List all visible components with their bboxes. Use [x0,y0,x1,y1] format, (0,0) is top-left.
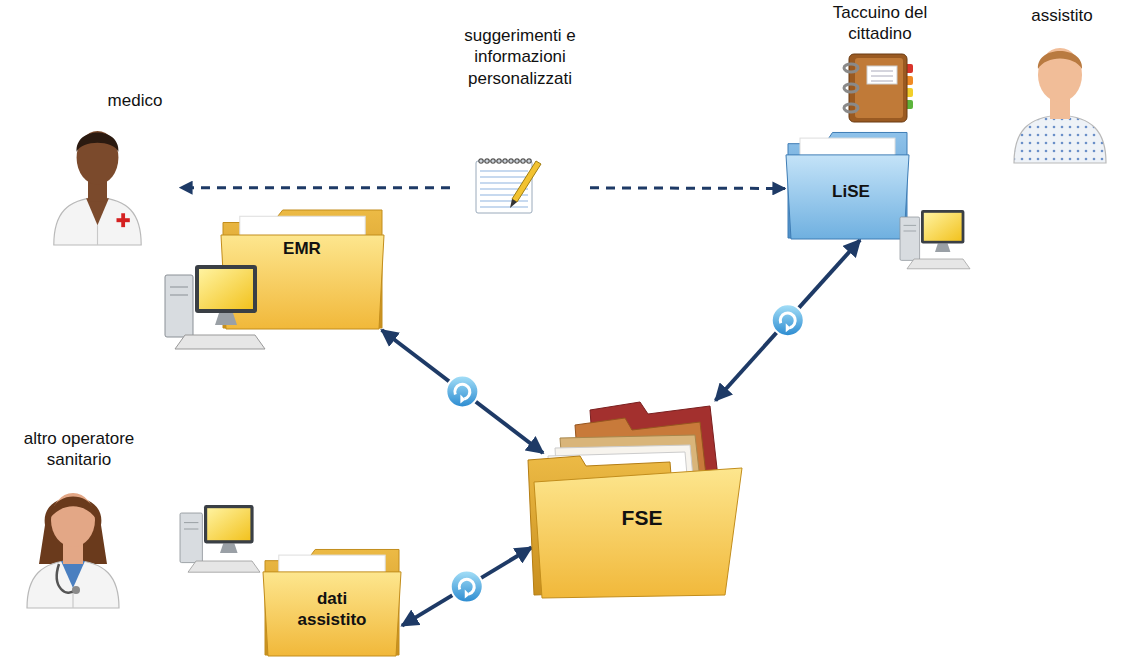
folder-label: EMR [242,238,362,259]
folders-icon [520,390,750,600]
lise-folder: LiSE [785,128,910,240]
node-label: altro operatore sanitario [5,428,153,471]
notebook-icon: Taccuino del cittadino [815,0,945,126]
label-wrap: EMR [242,238,362,259]
label-wrap: altro operatore sanitario [5,428,153,471]
patient-icon [1005,3,1120,163]
computer-icon [165,265,265,349]
doctor-figure: medico [50,90,180,245]
folder-label: dati assistito [287,588,377,631]
label-wrap: dati assistito [287,588,377,631]
node-label: Taccuino del cittadino [815,2,945,45]
computer-icon [180,505,260,572]
fse-folders: FSE [520,390,750,600]
node-label: suggerimenti e informazioni personalizza… [450,25,590,89]
label-wrap: Taccuino del cittadino [815,2,945,45]
patient-figure: assistito [1005,3,1120,163]
sync-arrow [402,548,532,626]
doctor-icon [50,90,180,245]
emr-folder: EMR [220,205,385,330]
node-label: medico [90,90,180,111]
label-wrap: FSE [592,505,692,531]
dashed-arrow [180,186,450,189]
label-wrap: suggerimenti e informazioni personalizza… [450,25,590,89]
label-wrap: medico [90,90,180,111]
sync-icon [772,304,804,336]
operator-figure: altro operatore sanitario [5,428,155,610]
sync-arrow [716,240,861,401]
folder-icon [220,205,385,330]
sync-icon [451,571,483,603]
folder-label: LiSE [801,181,901,202]
notepad-note: suggerimenti e informazioni personalizza… [450,25,590,215]
patient-data-folder: dati assistito [262,545,402,657]
sync-icon [446,376,478,408]
sync-arrow [382,330,543,453]
folder-label: FSE [592,505,692,531]
node-label: assistito [1006,5,1118,26]
dashed-arrow [590,186,785,190]
label-wrap: assistito [1006,5,1118,26]
computer-icon [900,210,970,269]
label-wrap: LiSE [801,181,901,202]
